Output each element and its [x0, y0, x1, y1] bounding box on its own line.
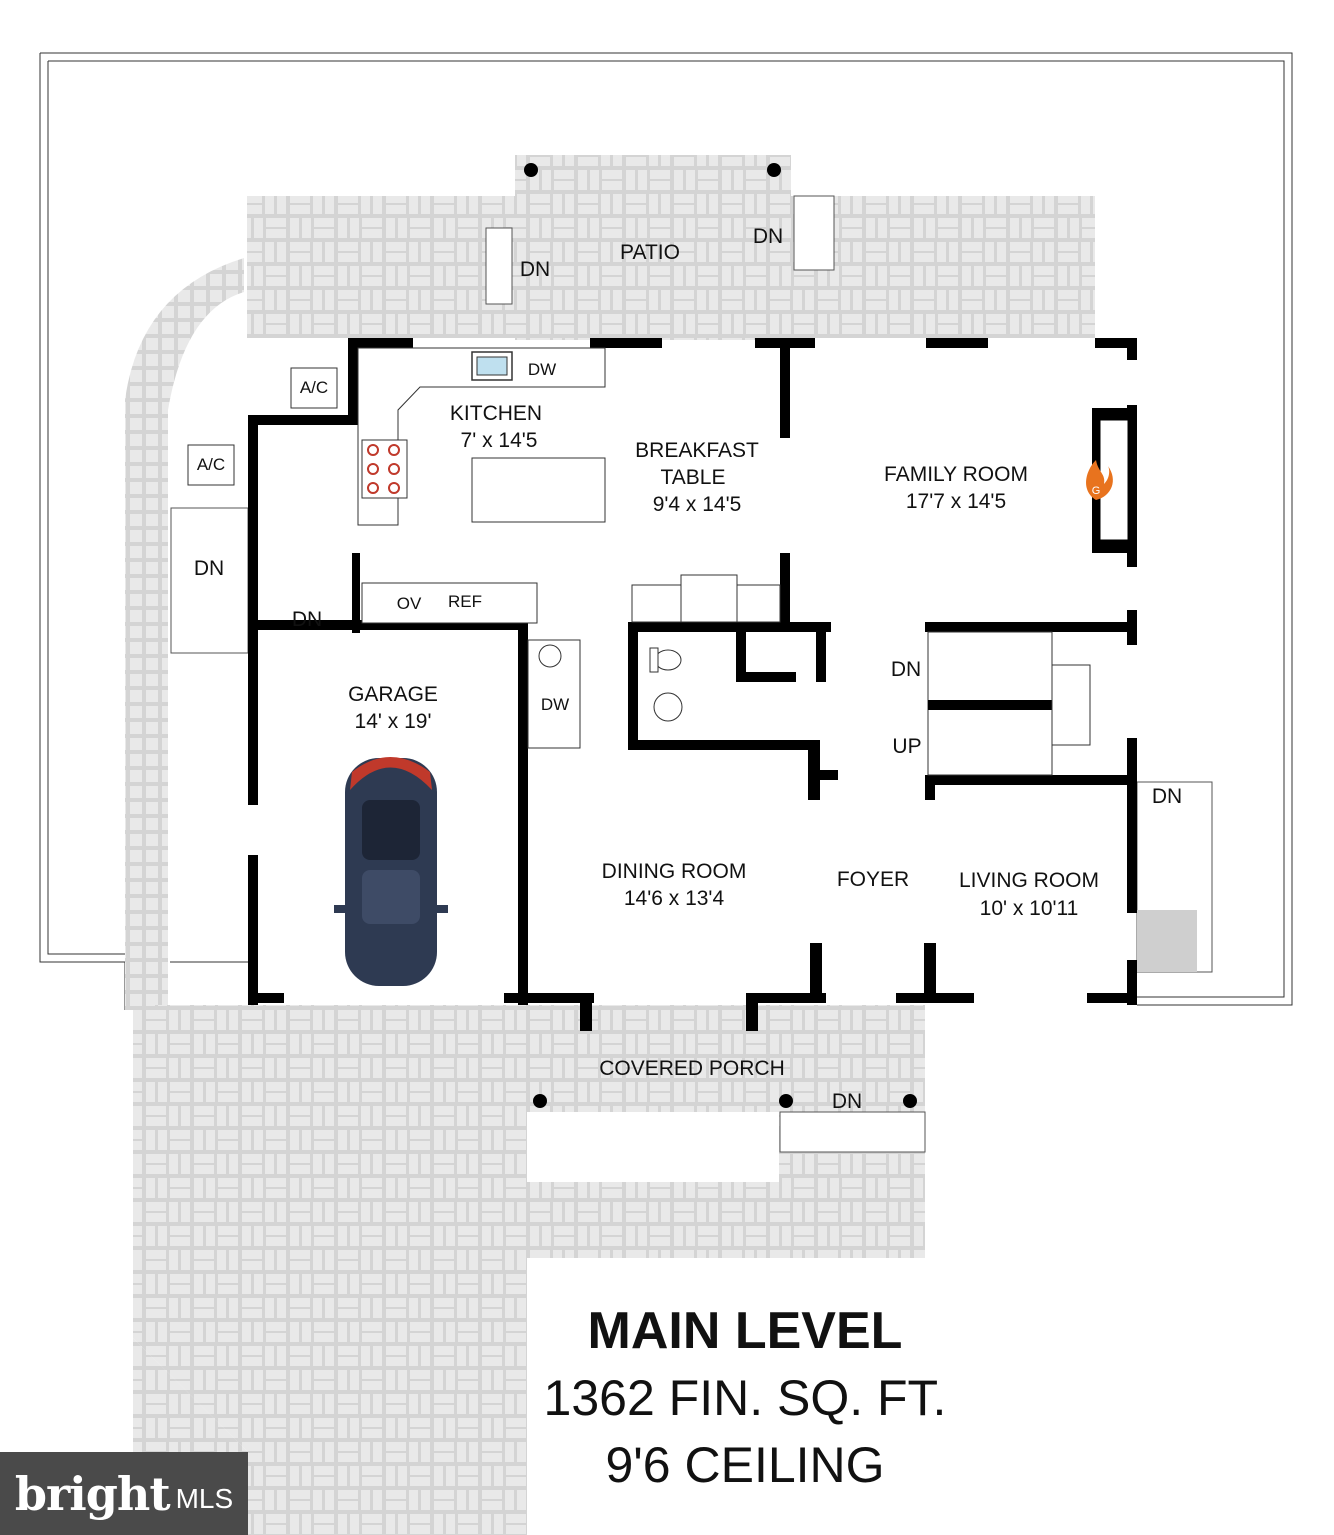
patio-label: PATIO	[620, 241, 680, 264]
finished-area: 1362 FIN. SQ. FT.	[544, 1370, 947, 1426]
living-room-label: LIVING ROOM	[959, 869, 1099, 892]
fireplace-mark: G	[1092, 485, 1101, 497]
dining-room-size: 14'6 x 13'4	[624, 887, 725, 910]
kitchen-size: 7' x 14'5	[461, 429, 538, 452]
dn-label-stair: DN	[891, 658, 921, 681]
ceiling-height: 9'6 CEILING	[605, 1437, 884, 1493]
kitchen-label: KITCHEN	[450, 402, 542, 425]
living-room-size: 10' x 10'11	[980, 897, 1079, 920]
family-room-label: FAMILY ROOM	[884, 463, 1028, 486]
family-room-size: 17'7 x 14'5	[906, 490, 1006, 513]
dn-label-patio-right: DN	[753, 225, 783, 248]
curved-walkway	[125, 258, 244, 1010]
dn-label-left-stair: DN	[194, 557, 224, 580]
level-title: MAIN LEVEL	[588, 1302, 903, 1360]
foyer-label: FOYER	[837, 868, 909, 891]
breakfast-size: 9'4 x 14'5	[653, 493, 742, 516]
left-stair	[170, 507, 249, 654]
staircase	[927, 631, 1091, 776]
bright-mls-logo: bright MLS	[0, 1452, 248, 1535]
bath-sink-icon	[538, 644, 683, 722]
ac-label-2: A/C	[197, 455, 225, 474]
fireplace-icon: G	[1086, 460, 1113, 500]
covered-porch	[527, 1005, 926, 1258]
stove-icon	[361, 439, 408, 499]
dining-room-label: DINING ROOM	[602, 860, 747, 883]
dn-label-patio-left: DN	[520, 258, 550, 281]
driveway	[133, 1005, 527, 1535]
covered-porch-label: COVERED PORCH	[599, 1057, 785, 1080]
sink-icon	[471, 351, 513, 381]
toilet-icon	[649, 647, 682, 673]
ac-label-1: A/C	[300, 378, 328, 397]
dn-label-porch: DN	[832, 1090, 862, 1113]
side-stair	[1136, 781, 1213, 973]
dn-label-side-stair: DN	[1152, 785, 1182, 808]
logo-brand: bright	[14, 1466, 171, 1521]
patio	[247, 155, 1095, 345]
logo-suffix: MLS	[175, 1482, 234, 1514]
up-label-stair: UP	[892, 735, 921, 758]
dw-label-garage: DW	[541, 695, 569, 714]
garage-label: GARAGE	[348, 683, 438, 706]
ov-label: OV	[397, 594, 422, 613]
dn-label-garage-stair: DN	[292, 608, 322, 631]
breakfast-label: BREAKFAST	[635, 439, 759, 462]
dw-label-kitchen: DW	[528, 360, 556, 379]
breakfast-label-2: TABLE	[661, 466, 726, 489]
deck-outline	[39, 52, 1293, 1010]
ref-label: REF	[448, 592, 482, 611]
kitchen-counters	[357, 347, 781, 749]
car-icon	[334, 757, 448, 986]
garage-size: 14' x 19'	[355, 710, 432, 733]
